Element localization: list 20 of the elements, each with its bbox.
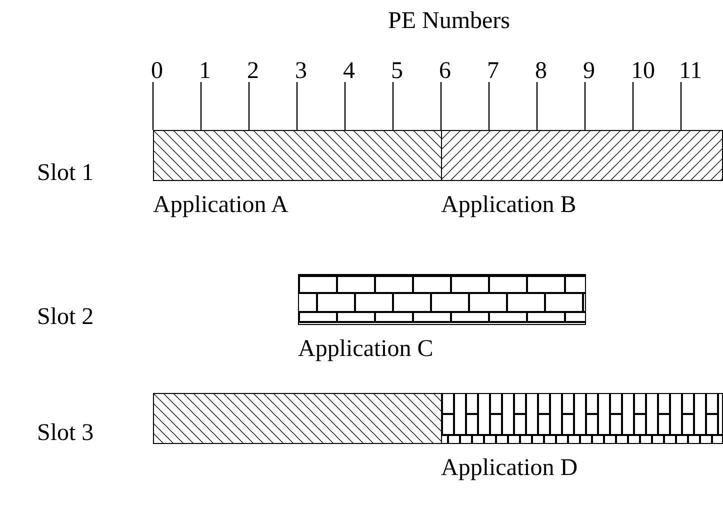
tick-number: 2 [247,58,259,84]
bar-label: Application C [298,336,434,362]
slot-label: Slot 3 [37,420,94,446]
tick-number: 4 [343,58,355,84]
tick-number: 5 [391,58,403,84]
slot-label: Slot 2 [37,304,94,330]
bar-label: Application D [441,455,578,481]
tick-number: 10 [631,58,655,84]
tick-number: 7 [487,58,499,84]
tick-number: 8 [535,58,547,84]
slot-label: Slot 1 [37,160,94,186]
bar-label: Application B [441,192,576,218]
axis-title: PE Numbers [388,8,510,34]
tick-number: 6 [439,58,451,84]
bar-label: Application A [153,192,288,218]
tick-number: 9 [583,58,595,84]
tick-number: 3 [295,58,307,84]
tick-number: 1 [199,58,211,84]
tick-number: 0 [151,58,163,84]
tick-number: 11 [679,58,702,84]
